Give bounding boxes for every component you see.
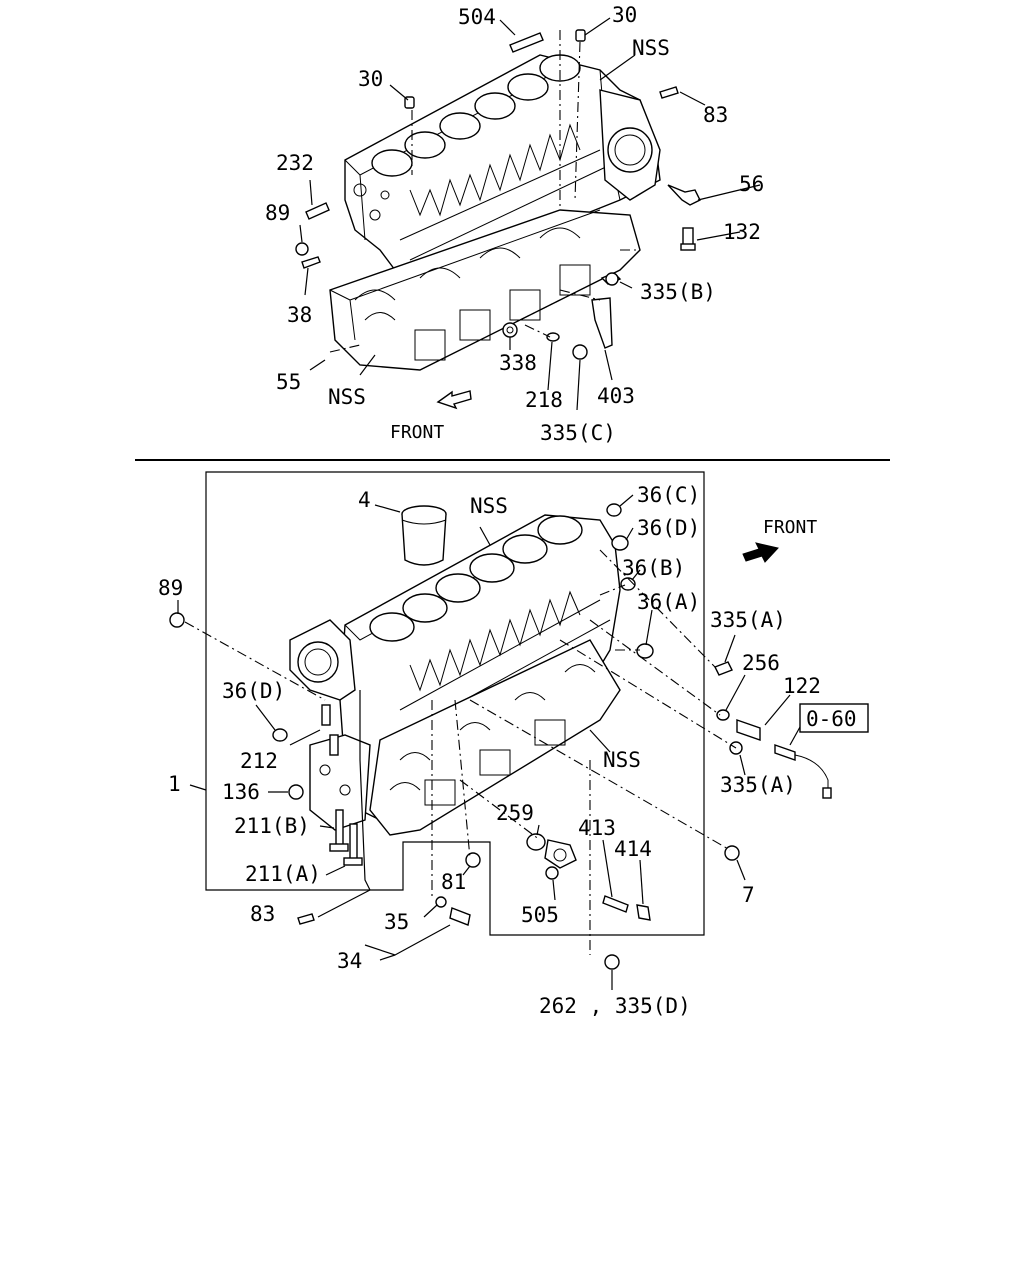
callout-36b: 36(B) [622,556,685,580]
callout-89-top: 89 [265,201,290,225]
callout-38: 38 [287,303,312,327]
callout-34: 34 [337,949,362,973]
bottom-assembly: 0-60 4 NSS 36(C) FRONT 36(D) 36(B) 89 36… [158,471,869,1018]
callout-30-left: 30 [358,67,383,91]
callout-56: 56 [739,172,764,196]
nss-label-top-upper: NSS [632,36,670,60]
callout-211a: 211(A) [245,862,321,886]
callout-7: 7 [742,883,755,907]
callout-36d-left: 36(D) [222,679,285,703]
bottom-cylinder-block-drawing [289,514,621,836]
callout-335a-top: 335(A) [710,608,786,632]
top-dash-lines [329,30,640,353]
front-label-top: FRONT [390,422,444,443]
bottom-small-parts [169,503,832,970]
callout-505: 505 [521,903,559,927]
callout-36a: 36(A) [637,590,700,614]
callout-256: 256 [742,651,780,675]
callout-1: 1 [168,772,181,796]
top-small-parts [295,29,701,360]
callout-136: 136 [222,780,260,804]
top-assembly: 504 30 NSS 30 83 232 56 89 132 335(B) 38… [265,3,764,445]
callout-504: 504 [458,5,496,29]
callout-335a-bottom: 335(A) [720,773,796,797]
bottom-dash-lines [184,549,737,955]
callout-403: 403 [597,384,635,408]
callout-335b: 335(B) [640,280,716,304]
callout-232: 232 [276,151,314,175]
bottom-front-arrow-icon [742,542,779,563]
ref-box-label: 0-60 [806,707,857,731]
callout-132: 132 [723,220,761,244]
callout-259: 259 [496,801,534,825]
callout-262-335d: 262 , 335(D) [539,994,691,1018]
callout-218: 218 [525,388,563,412]
cylinder-liner-drawing [401,505,447,566]
ref-box-frame [799,703,869,733]
callout-4: 4 [358,488,371,512]
top-leaders [299,17,761,411]
callout-211b: 211(B) [234,814,310,838]
bottom-leaders [177,494,801,990]
callout-55: 55 [276,370,301,394]
callout-212: 212 [240,749,278,773]
top-cylinder-block-drawing [344,54,661,291]
callout-35: 35 [384,910,409,934]
callout-338: 338 [499,351,537,375]
front-label-bottom: FRONT [763,517,817,538]
top-front-arrow-icon [436,390,472,410]
callout-413: 413 [578,816,616,840]
callout-335c: 335(C) [540,421,616,445]
nss-label-top-lower: NSS [328,385,366,409]
callout-83-top: 83 [703,103,728,127]
callout-36d-right: 36(D) [637,516,700,540]
assembly-frame [205,471,705,936]
callout-414: 414 [614,837,652,861]
callout-36c: 36(C) [637,483,700,507]
callout-81: 81 [441,870,466,894]
top-crankcase-drawing [329,209,641,371]
callout-30-right: 30 [612,3,637,27]
callout-83-bottom: 83 [250,902,275,926]
nss-label-bottom-upper: NSS [470,494,508,518]
callout-89-bottom: 89 [158,576,183,600]
nss-label-bottom-lower: NSS [603,748,641,772]
callout-122: 122 [783,674,821,698]
